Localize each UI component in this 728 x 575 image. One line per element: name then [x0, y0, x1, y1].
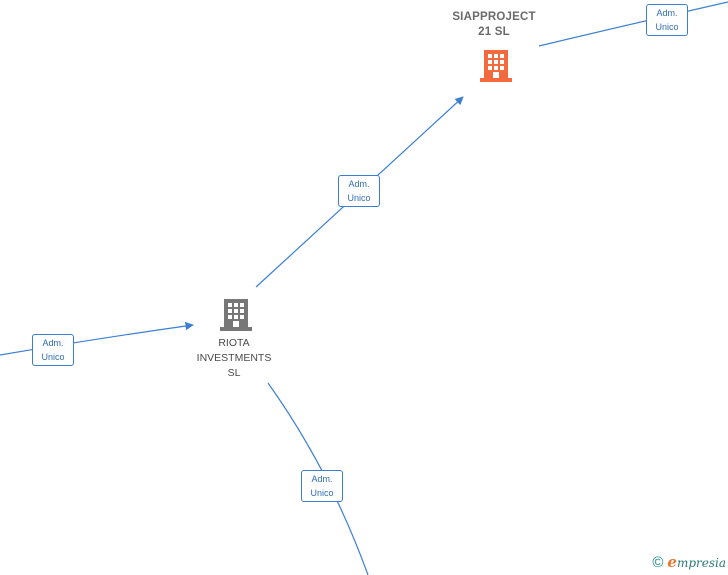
brand-initial: e [667, 553, 677, 571]
edge-line-siapproject-offscreen [538, 1, 728, 47]
node-label-siapproject[interactable]: SIAPPROJECT 21 SL [452, 11, 536, 38]
building-icon[interactable] [220, 297, 252, 332]
brand-name: mpresia [676, 556, 726, 570]
edge-role-line2: Unico [655, 22, 679, 32]
copyright-icon: © [652, 553, 664, 571]
edge-role-line2: Unico [347, 193, 371, 203]
edge-badge-adm-unico[interactable]: Adm. Unico [32, 334, 74, 366]
edge-role-line2: Unico [310, 488, 334, 498]
building-icon[interactable] [480, 48, 512, 82]
edge-role-line1: Adm. [348, 179, 370, 189]
edge-badge-adm-unico[interactable]: Adm. Unico [646, 4, 688, 36]
footer-branding: © empresia [652, 552, 726, 572]
edge-role-line2: Unico [41, 352, 65, 362]
edge-role-line1: Adm. [42, 338, 64, 348]
node-label-riota[interactable]: RIOTA INVESTMENTS SL [196, 337, 272, 379]
edge-role-line1: Adm. [656, 8, 678, 18]
edge-line-offscreen-riota [0, 321, 194, 356]
edge-role-line1: Adm. [311, 474, 333, 484]
edge-badge-adm-unico[interactable]: Adm. Unico [301, 470, 343, 502]
brand-logo[interactable]: empresia [667, 553, 726, 571]
edge-badge-adm-unico[interactable]: Adm. Unico [338, 175, 380, 207]
